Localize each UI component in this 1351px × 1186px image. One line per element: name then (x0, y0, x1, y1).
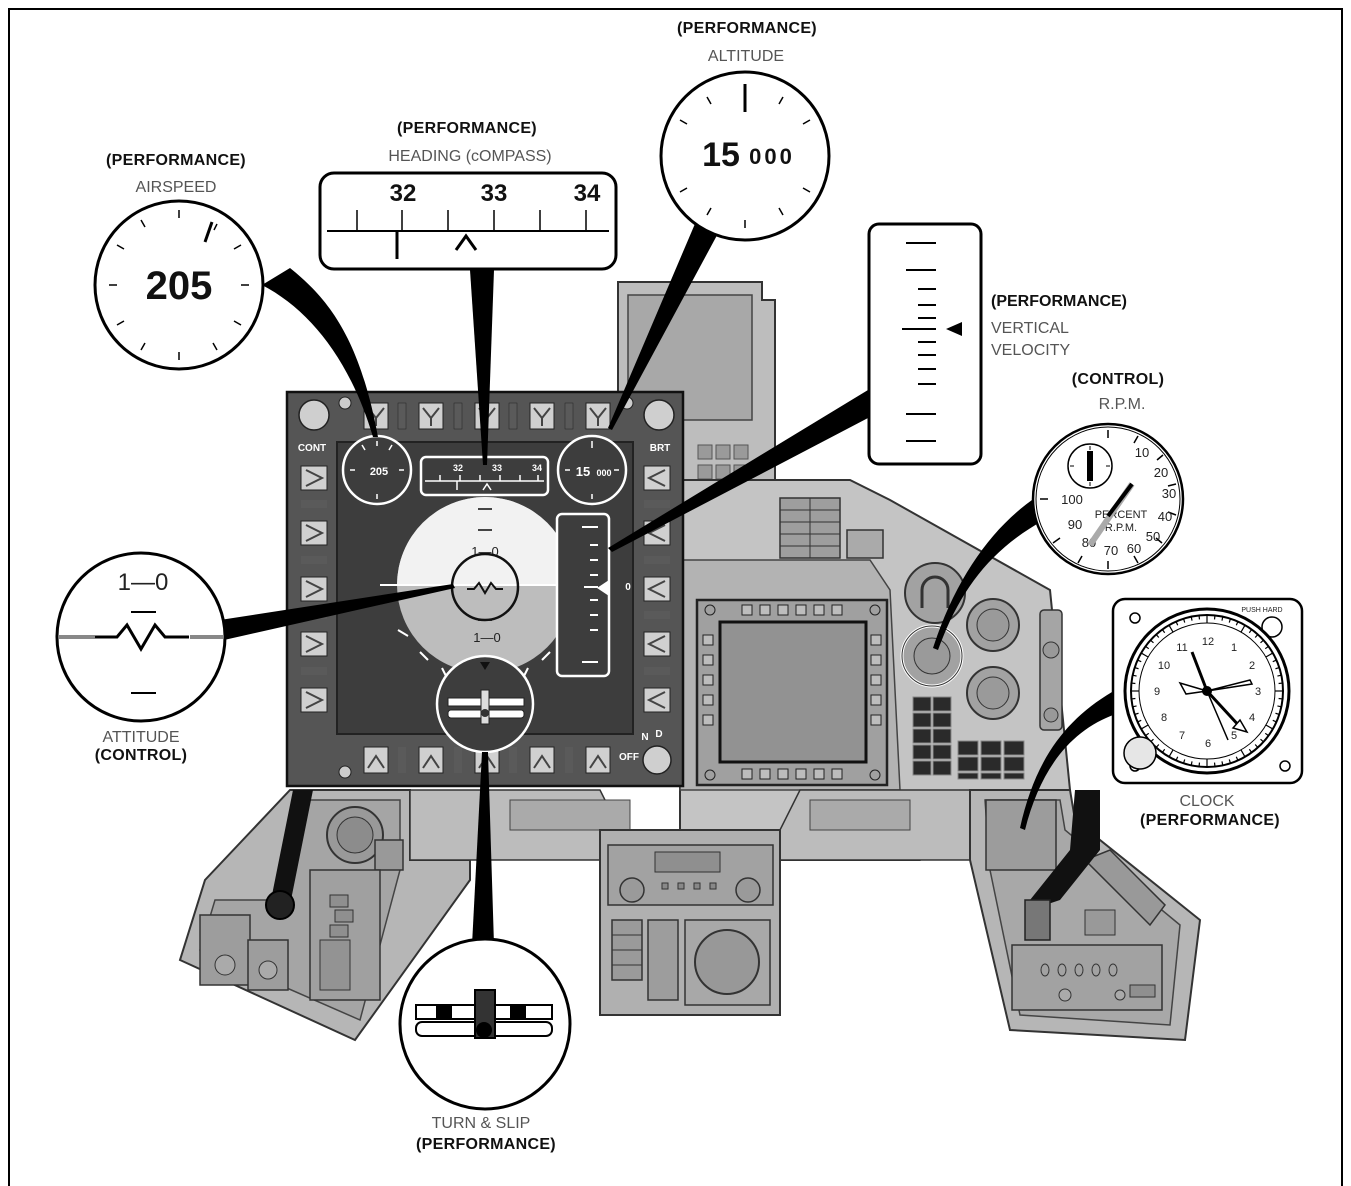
rpm-dial-50: 50 (1146, 529, 1160, 544)
mfd-turn-slip (437, 656, 533, 752)
rpm-label: R.P.M. (1099, 396, 1146, 413)
rpm-dial-30: 30 (1162, 486, 1176, 501)
callout-attitude: 1—0 ATTITUDE (CONTROL) (57, 553, 225, 764)
altitude-category: (PERFORMANCE) (677, 20, 817, 37)
clock-hour-6: 6 (1205, 738, 1211, 750)
mfd-pitch-upper: 1—0 (471, 544, 498, 559)
clock-tick (1133, 706, 1137, 707)
rpm-dial-100: 100 (1061, 492, 1083, 507)
clock-label: CLOCK (1179, 793, 1234, 810)
turn-slip-label: TURN & SLIP (432, 1115, 531, 1132)
rpm-dial-40: 40 (1158, 509, 1172, 524)
clock-tick (1222, 761, 1223, 765)
airspeed-category: (PERFORMANCE) (106, 152, 246, 169)
clock-push-label: PUSH HARD (1241, 607, 1282, 614)
altitude-value-big: 15 (702, 136, 740, 174)
callout-clock: PUSH HARD 12 1 2 3 4 5 6 7 8 9 10 11 CLO… (1113, 599, 1302, 829)
brt-label: BRT (650, 443, 671, 454)
mfd-altitude-big: 15 (576, 464, 590, 479)
clock-tick (1277, 706, 1281, 707)
clock-tick (1222, 617, 1223, 621)
rpm-dial-70: 70 (1104, 543, 1118, 558)
vertical-velocity-label-2: VELOCITY (991, 342, 1070, 359)
clock-hour-10: 10 (1158, 660, 1170, 672)
mfd-airspeed: 205 (343, 436, 411, 504)
rpm-dial-20: 20 (1154, 465, 1168, 480)
altitude-value-small: 000 (749, 144, 795, 169)
n-label: N (641, 732, 648, 743)
clock-hour-1: 1 (1231, 642, 1237, 654)
clock-hour-9: 9 (1154, 686, 1160, 698)
heading-label: HEADING (cOMPASS) (388, 148, 551, 165)
heading-tick-34: 34 (574, 180, 601, 207)
clock-hour-4: 4 (1249, 712, 1255, 724)
clock-category: (PERFORMANCE) (1140, 812, 1280, 829)
mfd-heading-32: 32 (453, 463, 463, 473)
rpm-dial-10: 10 (1135, 445, 1149, 460)
clock-tick (1133, 675, 1137, 676)
callout-airspeed: (PERFORMANCE) AIRSPEED 205 (95, 152, 263, 369)
off-label: OFF (619, 752, 639, 763)
clock-hour-11: 11 (1176, 642, 1187, 654)
clock-tick (1191, 761, 1192, 765)
rpm-category: (CONTROL) (1072, 371, 1164, 388)
vertical-velocity-label-1: VERTICAL (991, 320, 1069, 337)
heading-tick-33: 33 (481, 180, 508, 207)
clock-hour-2: 2 (1249, 660, 1255, 672)
callout-altitude: (PERFORMANCE) ALTITUDE 15 000 (661, 20, 829, 240)
clock-hour-5: 5 (1231, 730, 1237, 742)
clock-hour-3: 3 (1255, 686, 1261, 698)
turn-slip-category: (PERFORMANCE) (416, 1136, 556, 1153)
mfd-altitude-small: 000 (596, 468, 611, 478)
callout-heading: (PERFORMANCE) HEADING (cOMPASS) 32 33 34 (320, 120, 616, 269)
airspeed-label: AIRSPEED (136, 179, 217, 196)
rpm-dial-60: 60 (1127, 541, 1141, 556)
clock-tick (1277, 675, 1281, 676)
rpm-center-2: R.P.M. (1105, 522, 1137, 534)
attitude-label: ATTITUDE (102, 729, 179, 746)
vertical-velocity-category: (PERFORMANCE) (991, 293, 1127, 310)
mfd-heading-34: 34 (532, 463, 542, 473)
rpm-dial-90: 90 (1068, 517, 1082, 532)
mfd-airspeed-value: 205 (370, 466, 388, 478)
clock-hour-7: 7 (1179, 730, 1185, 742)
clock-hour-12: 12 (1202, 636, 1214, 648)
clock-hour-8: 8 (1161, 712, 1167, 724)
d-label: D (655, 729, 662, 740)
rpm-center-1: PERCENT (1095, 509, 1148, 521)
mfd-heading-33: 33 (492, 463, 502, 473)
heading-category: (PERFORMANCE) (397, 120, 537, 137)
heading-tick-32: 32 (390, 180, 417, 207)
callout-rpm: (CONTROL) R.P.M. 10 20 30 40 50 60 70 80… (1033, 371, 1183, 574)
mfd-pitch-lower: 1—0 (473, 630, 500, 645)
altitude-label: ALTITUDE (708, 48, 784, 65)
clock-tick (1191, 617, 1192, 621)
attitude-category: (CONTROL) (95, 747, 187, 764)
cont-label: CONT (298, 443, 326, 454)
callout-turn-slip: TURN & SLIP (PERFORMANCE) (400, 939, 570, 1153)
mfd-altitude: 15 000 (558, 436, 626, 504)
airspeed-value: 205 (146, 264, 213, 308)
mfd-vvi-zero: 0 (625, 582, 631, 593)
attitude-pitch-label: 1—0 (118, 569, 169, 596)
